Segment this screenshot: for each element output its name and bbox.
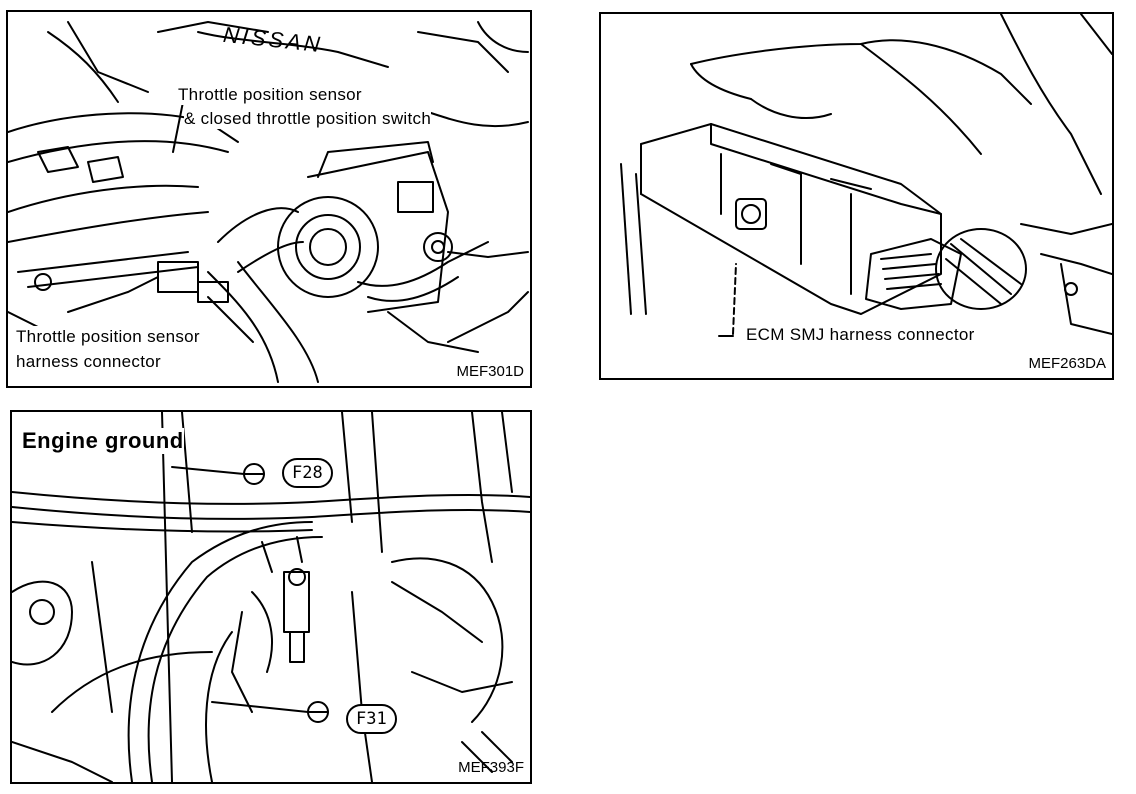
connector-label-line1: Throttle position sensor — [16, 326, 200, 348]
figure-code: MEF393F — [458, 759, 524, 776]
figure-throttle-position-sensor: Throttle position sensor & closed thrott… — [6, 10, 532, 388]
figure-code: MEF263DA — [1028, 355, 1106, 372]
engine-bay-drawing — [8, 21, 529, 383]
figure-ecm-smj-connector: ECM SMJ harness connector MEF263DA — [599, 12, 1114, 380]
ecm-drawing — [620, 14, 1112, 337]
sensor-label-line2: & closed throttle position switch — [184, 108, 432, 130]
figure-code: MEF301D — [456, 363, 524, 380]
ecm-connector-label: ECM SMJ harness connector — [746, 324, 975, 346]
ground-tag-f28: F28 — [282, 458, 333, 488]
figure-engine-ground: Engine ground F28 F31 MEF393F — [10, 410, 532, 784]
engine-ground-drawing — [12, 412, 530, 782]
connector-label-line2: harness connector — [16, 351, 161, 373]
ground-tag-f31: F31 — [346, 704, 397, 734]
engine-ground-title: Engine ground — [22, 428, 184, 454]
sensor-label-line1: Throttle position sensor — [178, 84, 362, 106]
